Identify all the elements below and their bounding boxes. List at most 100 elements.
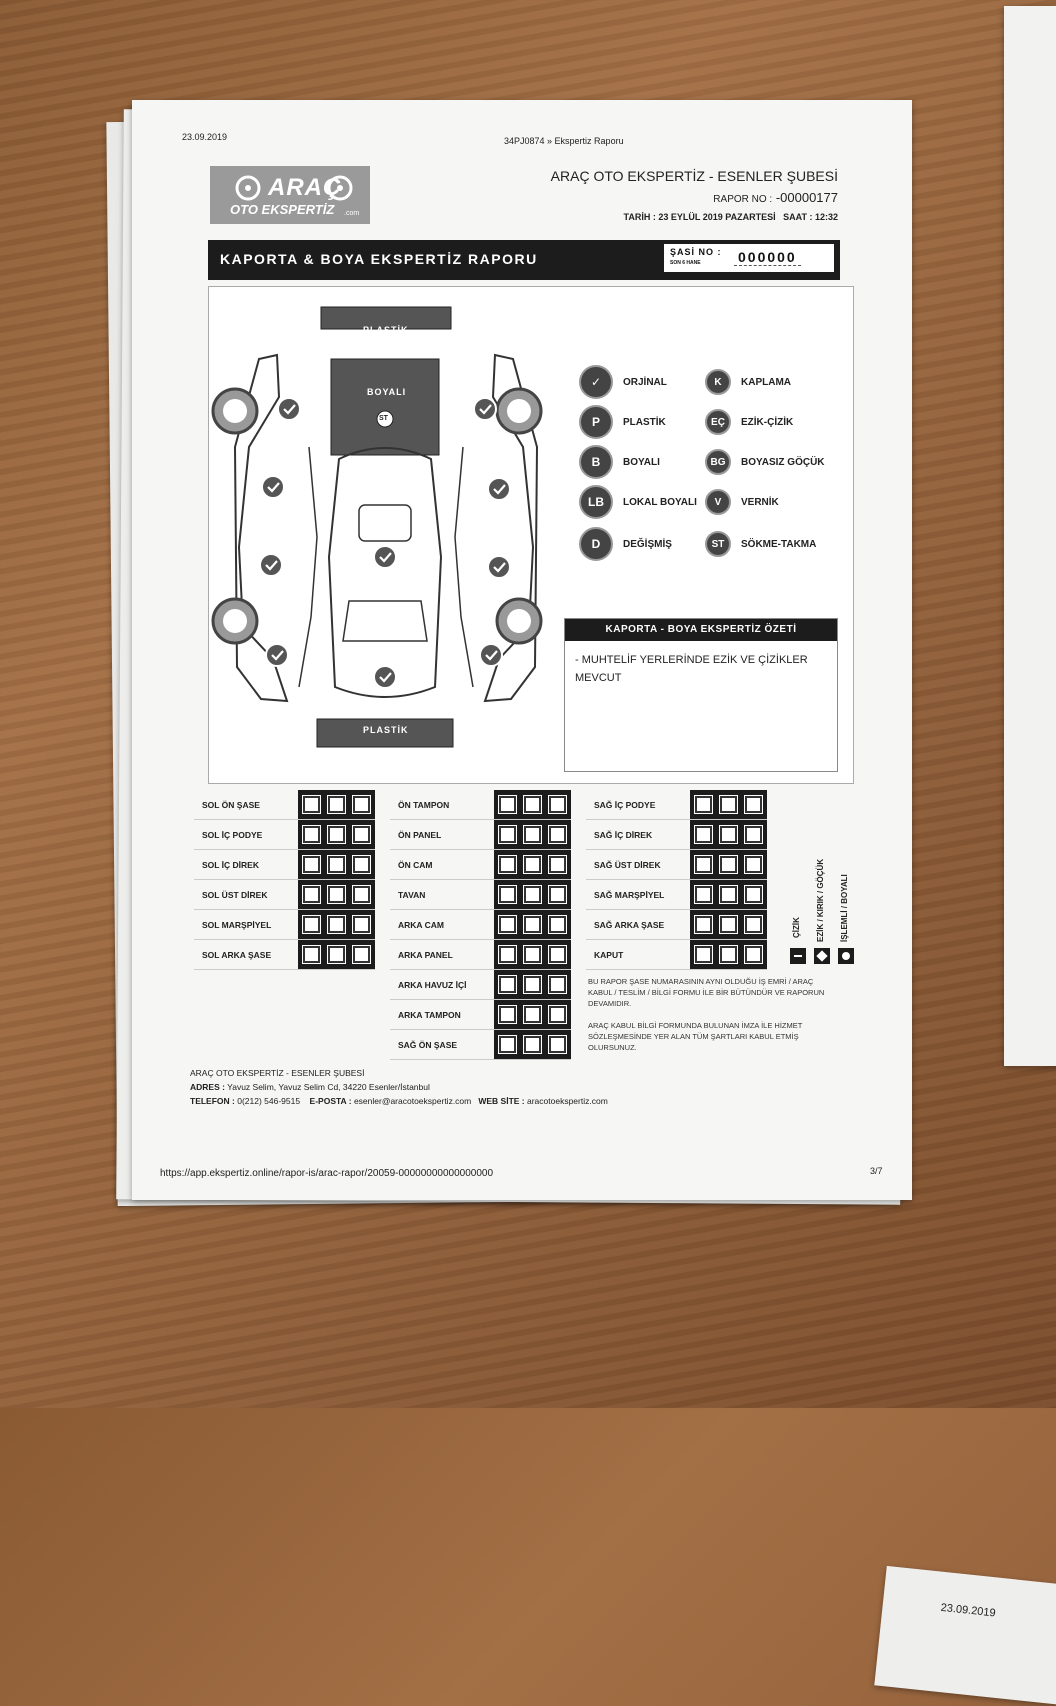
checkbox[interactable] [498, 945, 517, 964]
chassis-value: 000000 [734, 249, 801, 266]
checkbox[interactable] [523, 825, 542, 844]
checkbox[interactable] [523, 1035, 542, 1054]
checkbox[interactable] [523, 795, 542, 814]
legend-badge: BG [705, 449, 731, 475]
checkbox[interactable] [498, 1005, 517, 1024]
email: esenler@aracotoekspertiz.com [353, 1096, 472, 1106]
checkbox[interactable] [327, 915, 346, 934]
checkbox[interactable] [719, 795, 738, 814]
checkbox[interactable] [302, 795, 321, 814]
checkbox[interactable] [548, 1005, 567, 1024]
checkbox[interactable] [498, 915, 517, 934]
checkbox[interactable] [744, 945, 763, 964]
report-number: -00000177 [775, 190, 838, 205]
checkbox[interactable] [302, 945, 321, 964]
checkbox[interactable] [548, 1035, 567, 1054]
checkbox[interactable] [302, 825, 321, 844]
checkbox[interactable] [744, 855, 763, 874]
checkbox[interactable] [719, 855, 738, 874]
checkbox[interactable] [548, 975, 567, 994]
checkbox-group [494, 940, 571, 969]
summary-box: KAPORTA - BOYA EKSPERTİZ ÖZETİ - MUHTELİ… [564, 618, 838, 772]
checkbox[interactable] [352, 885, 371, 904]
note-2: ARAÇ KABUL BİLGİ FORMUNDA BULUNAN İMZA İ… [588, 1021, 803, 1052]
part-label: SAĞ İÇ PODYE [594, 799, 656, 810]
checkbox-group [298, 940, 375, 969]
part-label: ARKA TAMPON [398, 1009, 461, 1020]
chassis-label: ŞASİ NO : [670, 247, 722, 257]
painted-symbol-icon [838, 948, 854, 964]
part-label: SAĞ ARKA ŞASE [594, 919, 665, 930]
checkbox[interactable] [548, 795, 567, 814]
checkbox[interactable] [327, 855, 346, 874]
checkbox[interactable] [327, 945, 346, 964]
checkbox[interactable] [548, 915, 567, 934]
legend-label: VERNİK [741, 496, 779, 508]
part-label: TAVAN [398, 889, 426, 900]
checkbox[interactable] [302, 885, 321, 904]
address-label: ADRES : [190, 1082, 225, 1092]
checkbox[interactable] [719, 825, 738, 844]
checkbox[interactable] [694, 825, 713, 844]
company-name: ARAÇ OTO EKSPERTİZ - ESENLER ŞUBESİ [550, 168, 838, 184]
legend-item-boyali: B BOYALI [579, 445, 660, 479]
checkbox[interactable] [523, 945, 542, 964]
checkbox-group [494, 1000, 571, 1029]
checkbox[interactable] [498, 885, 517, 904]
checkbox[interactable] [498, 855, 517, 874]
checkbox[interactable] [498, 975, 517, 994]
table-row: ARKA TAMPON [390, 1000, 571, 1030]
web-label: WEB SİTE : [478, 1096, 525, 1106]
checkbox[interactable] [744, 795, 763, 814]
checkbox[interactable] [744, 885, 763, 904]
checkbox[interactable] [719, 945, 738, 964]
checkbox[interactable] [694, 945, 713, 964]
checkbox[interactable] [548, 825, 567, 844]
checkbox[interactable] [744, 915, 763, 934]
legend-label: LOKAL BOYALI [623, 496, 697, 508]
checkbox[interactable] [548, 945, 567, 964]
checkbox[interactable] [352, 915, 371, 934]
checkbox[interactable] [523, 1005, 542, 1024]
checkbox[interactable] [352, 945, 371, 964]
footer-company: ARAÇ OTO EKSPERTİZ - ESENLER ŞUBESİ [190, 1068, 365, 1078]
legend-item-lokal-boyali: LB LOKAL BOYALI [579, 485, 697, 519]
legend-badge: K [705, 369, 731, 395]
checkbox[interactable] [548, 855, 567, 874]
checkbox[interactable] [694, 795, 713, 814]
part-label: SAĞ MARŞPİYEL [594, 889, 665, 900]
checkbox[interactable] [302, 915, 321, 934]
checkbox[interactable] [719, 885, 738, 904]
legend-item-sokme-takma: ST SÖKME-TAKMA [705, 531, 816, 557]
checkbox[interactable] [352, 855, 371, 874]
checkbox[interactable] [523, 885, 542, 904]
checkbox[interactable] [694, 915, 713, 934]
hood-label: BOYALI [367, 387, 407, 397]
checkbox[interactable] [327, 885, 346, 904]
checkbox[interactable] [719, 915, 738, 934]
legend-badge: ST [705, 531, 731, 557]
legend-item-orjinal: ✓ ORJİNAL [579, 365, 667, 399]
checkbox[interactable] [302, 855, 321, 874]
side-paper-sheet [1004, 6, 1056, 1066]
checkbox-group [298, 850, 375, 879]
print-breadcrumb: 34PJ0874 » Ekspertiz Raporu [504, 136, 624, 146]
checkbox[interactable] [548, 885, 567, 904]
checkbox[interactable] [694, 885, 713, 904]
checkbox[interactable] [694, 855, 713, 874]
checkbox[interactable] [327, 795, 346, 814]
checkbox[interactable] [498, 1035, 517, 1054]
checkbox[interactable] [327, 825, 346, 844]
legend-label: KAPLAMA [741, 376, 791, 388]
checkbox-group [690, 820, 767, 849]
checkbox[interactable] [498, 795, 517, 814]
checkbox[interactable] [498, 825, 517, 844]
table-row: SOL ÖN ŞASE [194, 790, 375, 820]
checkbox[interactable] [744, 825, 763, 844]
checkbox[interactable] [523, 855, 542, 874]
checkbox[interactable] [352, 795, 371, 814]
checkbox[interactable] [523, 915, 542, 934]
checkbox[interactable] [352, 825, 371, 844]
email-label: E-POSTA : [309, 1096, 352, 1106]
checkbox[interactable] [523, 975, 542, 994]
